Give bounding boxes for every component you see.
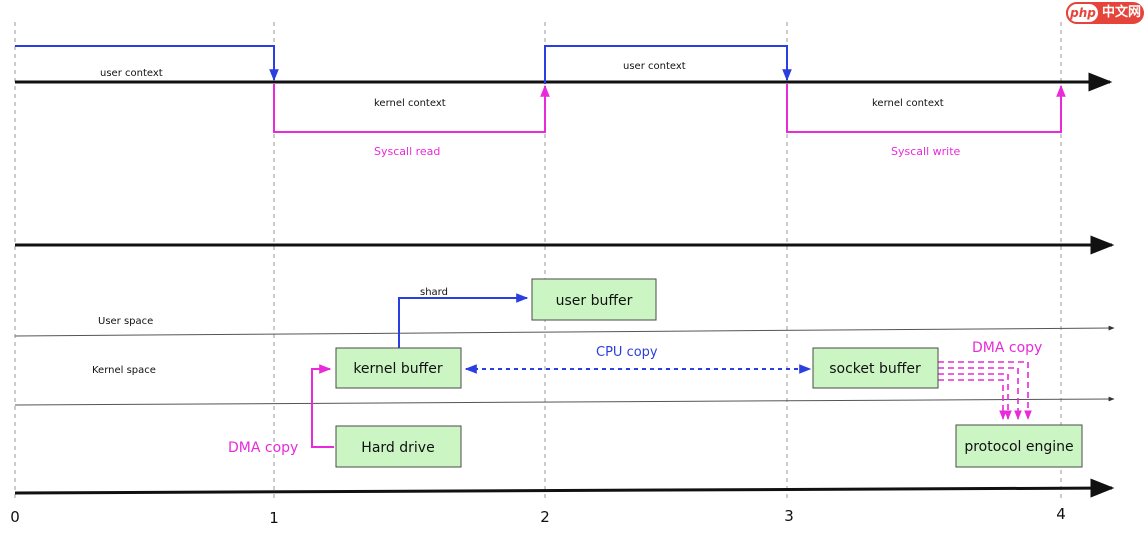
dma-copy-line-3 [938,373,1012,420]
dma-copy-edge-left [311,364,334,448]
dma-copy-line-4 [938,379,1007,420]
kernel-context-label-1: kernel context [374,98,446,109]
syscall-write-label: Syscall write [891,145,961,158]
user-context-line-1 [15,45,279,82]
kernel-buffer-node: kernel buffer [335,347,462,389]
socket-buffer-node: socket buffer [812,347,939,389]
dma-copy-label-left: DMA copy [228,440,298,456]
dma-copy-line-1 [938,361,1032,420]
shard-edge [398,293,529,348]
syscall-read-label: Syscall read [374,145,440,158]
tick-1: 1 [269,509,279,527]
dma-copy-label-right: DMA copy [972,340,1042,356]
protocol-engine-node: protocol engine [955,424,1083,468]
timeline-bottom-axis [14,478,1115,498]
syscall-write-line [786,84,1066,133]
dma-copy-line-2 [938,367,1022,420]
tick-3: 3 [784,507,794,525]
tick-4: 4 [1056,505,1066,523]
cpu-copy-label: CPU copy [596,345,658,360]
protocol-engine-label: protocol engine [964,439,1073,455]
kernel-context-label-2: kernel context [872,98,944,109]
user-space-boundary [14,325,1115,337]
hard-drive-label: Hard drive [361,440,434,456]
tick-2: 2 [540,508,550,526]
kernel-space-label: Kernel space [92,365,156,376]
user-space-label: User space [98,316,153,327]
tick-0: 0 [10,508,20,526]
hard-drive-node: Hard drive [335,425,462,468]
kernel-space-boundary [14,396,1115,406]
watermark-site-name: 中文网 [1102,5,1142,20]
syscall-read-line [273,84,550,133]
socket-buffer-label: socket buffer [829,361,921,377]
user-context-label-1: user context [100,68,163,79]
user-buffer-label: user buffer [556,293,633,309]
shard-label: shard [420,287,448,298]
kernel-buffer-label: kernel buffer [353,361,443,377]
dma-copy-edge-right [938,361,1032,420]
site-watermark: php 中文网 [1066,2,1144,24]
user-context-line-2 [544,45,792,84]
user-buffer-node: user buffer [531,278,657,321]
time-guides [14,22,1062,500]
user-context-label-2: user context [623,61,686,72]
watermark-logo: php [1066,2,1100,24]
